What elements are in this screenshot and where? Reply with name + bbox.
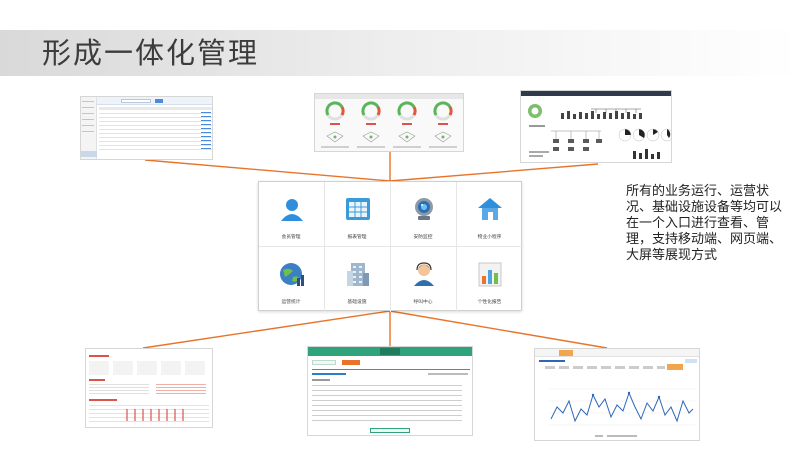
user-icon (277, 194, 307, 224)
module-label: 基础设施 (347, 299, 367, 305)
module-tile-security[interactable]: 安防监控 (391, 182, 457, 247)
globe-chart-icon (277, 259, 307, 289)
module-label: 个性化报告 (478, 299, 502, 305)
bar-chart-icon (475, 259, 505, 289)
module-label: 会员管理 (281, 234, 301, 240)
module-label: 安防监控 (413, 234, 433, 240)
thumbnail-mobile-report (85, 348, 213, 428)
home-icon (475, 194, 505, 224)
thumbnail-gauge-dashboard (314, 93, 464, 152)
thumbnail-web-announcement (307, 346, 473, 436)
module-label: 物业小程序 (478, 234, 502, 240)
title-banner: 形成一体化管理 (0, 30, 800, 76)
module-tile-property[interactable]: 物业小程序 (457, 182, 523, 247)
module-tile-report[interactable]: 报表管理 (325, 182, 391, 247)
module-tile-infrastructure[interactable]: 基础设施 (325, 247, 391, 312)
module-label: 报表管理 (347, 234, 367, 240)
camera-icon (409, 194, 439, 224)
description-text: 所有的业务运行、运营状况、基础设施设备等均可以在一个入口进行查看、管理，支持移动… (626, 184, 783, 263)
spreadsheet-icon (343, 194, 373, 224)
thumbnail-large-screen (520, 90, 672, 163)
module-label: 呼叫中心 (413, 299, 433, 305)
module-tile-operations-stats[interactable]: 运营统计 (259, 247, 325, 312)
thumbnail-table-list (80, 96, 213, 160)
module-tile-call-center[interactable]: 呼叫中心 (391, 247, 457, 312)
module-tile-member[interactable]: 会员管理 (259, 182, 325, 247)
module-panel: 会员管理 报表管理 安防监控 (258, 181, 523, 312)
thumbnail-line-trend (534, 348, 700, 441)
module-label: 运营统计 (281, 299, 301, 305)
agent-icon (409, 259, 439, 289)
module-tile-custom-report[interactable]: 个性化报告 (457, 247, 523, 312)
building-icon (343, 259, 373, 289)
page-title: 形成一体化管理 (42, 36, 260, 70)
